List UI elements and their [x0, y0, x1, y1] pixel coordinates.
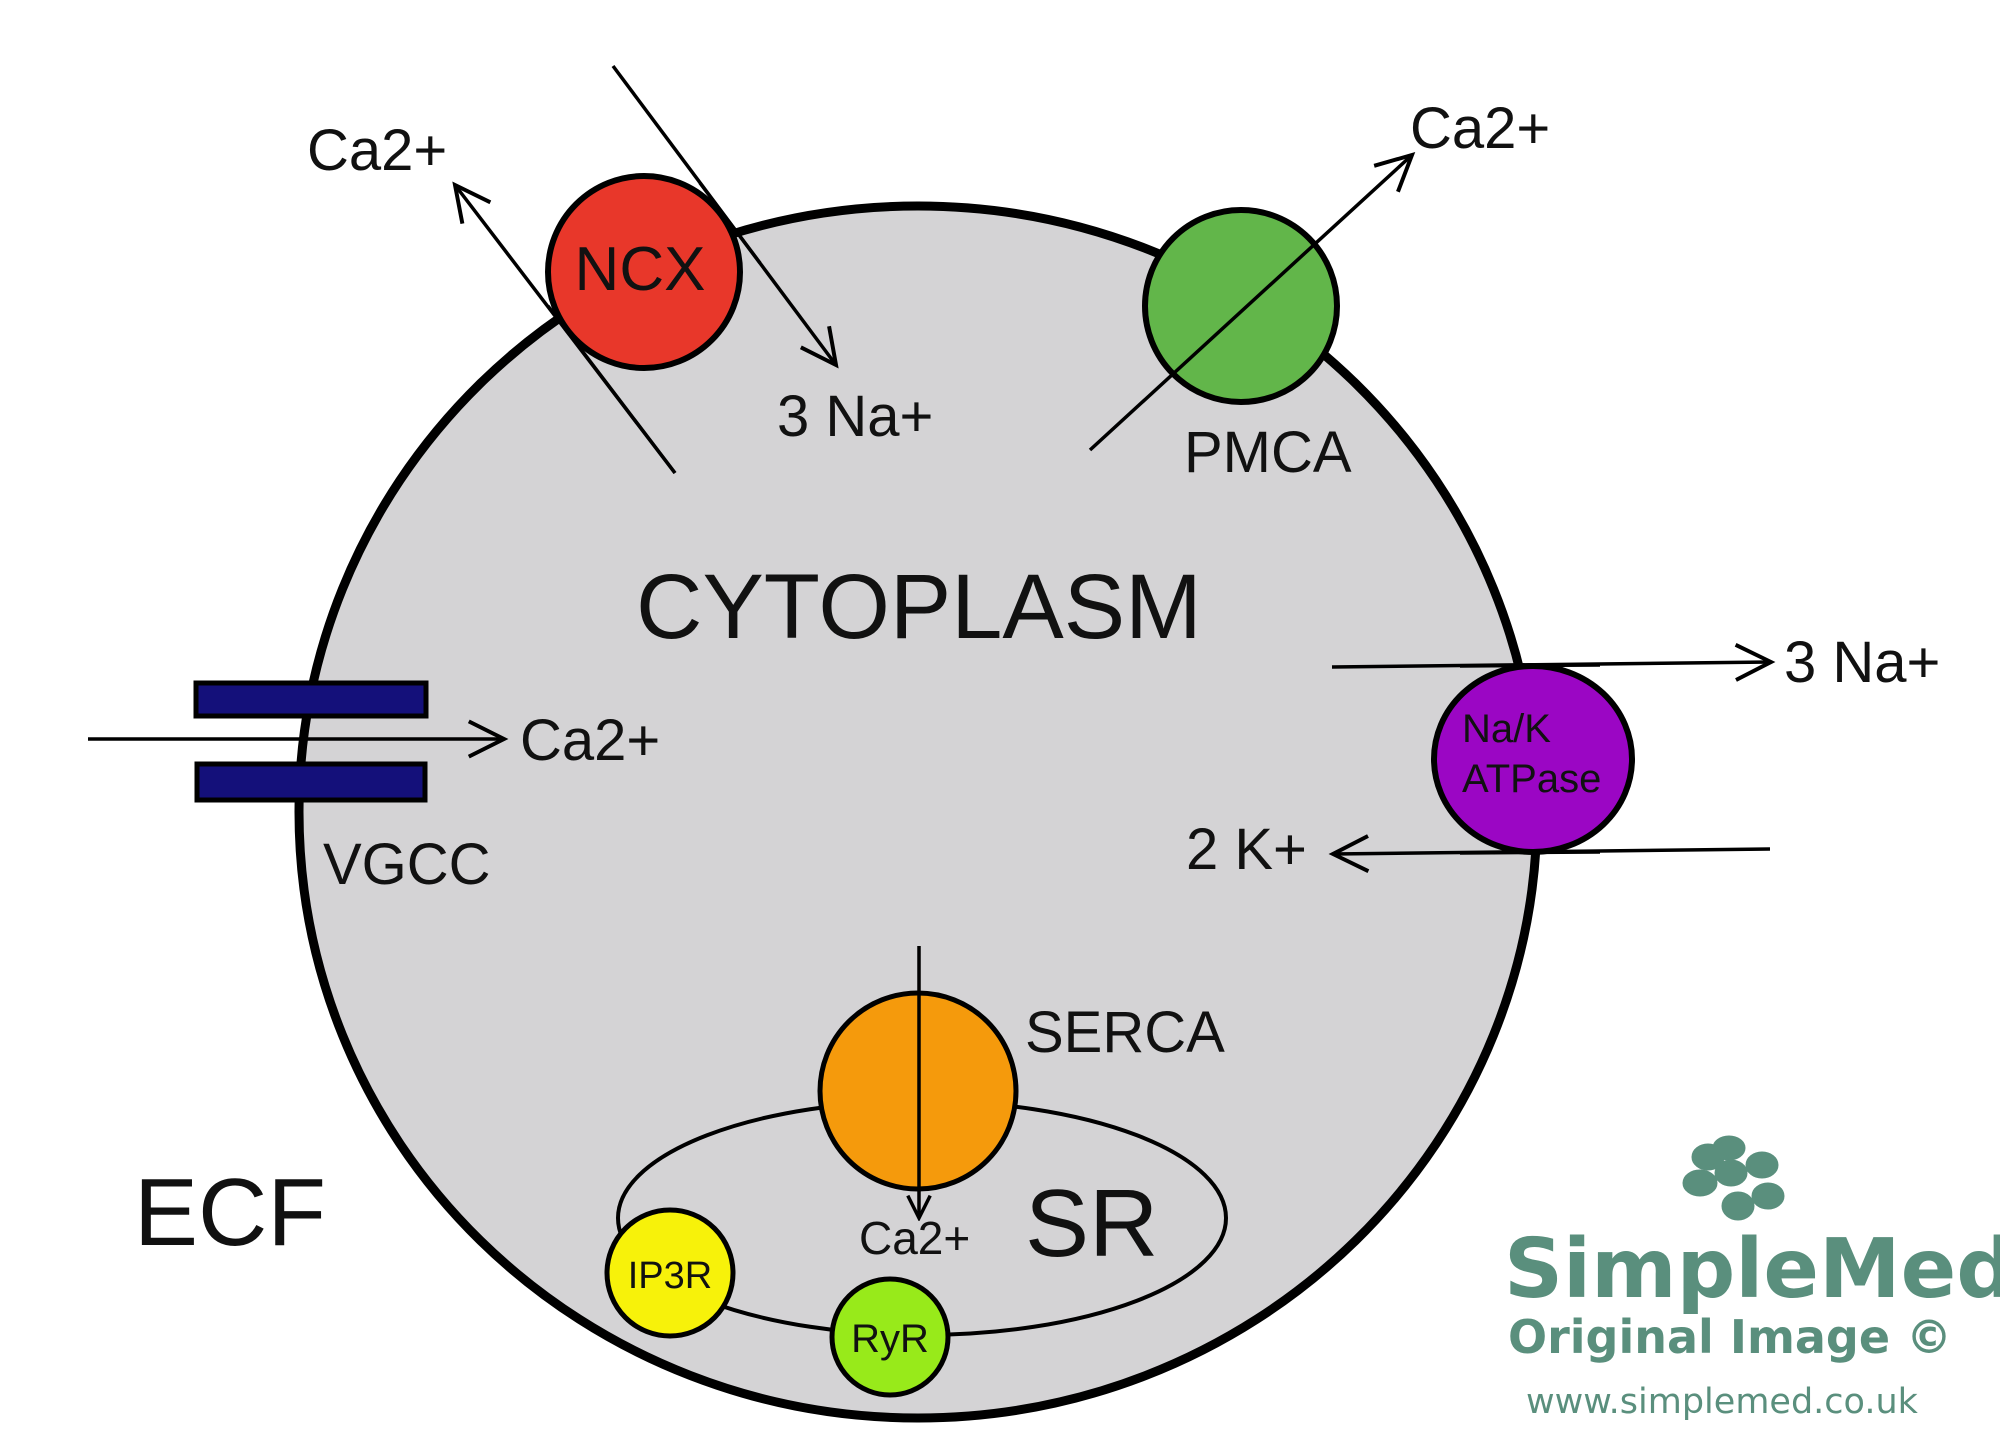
sr-ca-label: Ca2+	[859, 1212, 970, 1264]
ncx-ca-label: Ca2+	[307, 118, 447, 183]
ncx-transporter[interactable]	[545, 173, 743, 371]
nak-k-label: 2 K+	[1186, 817, 1307, 882]
simplemed-logo: SimpleMed Original Image © www.simplemed…	[1504, 1135, 2000, 1422]
pmca-ca-efflux-arrow	[1088, 155, 1412, 452]
cytoplasm-label: CYTOPLASM	[636, 556, 1202, 658]
ncx-ca-line-overlay	[546, 304, 677, 475]
ryr-channel[interactable]	[829, 1276, 951, 1398]
vgcc-channel-lower[interactable]	[194, 761, 428, 803]
nak-k-line-overlay	[1459, 850, 1601, 855]
ip3r-channel[interactable]	[604, 1207, 736, 1339]
vgcc-channel-upper[interactable]	[193, 680, 429, 719]
brand-name: SimpleMed	[1504, 1222, 2000, 1317]
nak-label-line2: ATPase	[1462, 757, 1601, 801]
ecf-label: ECF	[134, 1159, 326, 1266]
brand-url: www.simplemed.co.uk	[1526, 1382, 1919, 1422]
serca-label: SERCA	[1025, 1000, 1225, 1065]
vgcc-ca-label: Ca2+	[520, 708, 660, 773]
vgcc-label: VGCC	[323, 832, 491, 897]
nak-na-line-overlay	[1459, 663, 1601, 668]
ip3r-label: IP3R	[628, 1255, 712, 1297]
pmca-ca-label: Ca2+	[1410, 96, 1550, 161]
brand-subtitle: Original Image ©	[1508, 1310, 1952, 1364]
molecule-icon	[1682, 1135, 1785, 1221]
sr-label: SR	[1025, 1170, 1158, 1277]
ncx-na-line-overlay	[698, 181, 762, 265]
pmca-label: PMCA	[1184, 420, 1352, 485]
nak-label-line1: Na/K	[1462, 707, 1551, 751]
ncx-label: NCX	[575, 235, 706, 304]
ryr-label: RyR	[851, 1317, 929, 1361]
ncx-na-label: 3 Na+	[777, 384, 933, 449]
nak-na-label: 3 Na+	[1784, 630, 1940, 695]
